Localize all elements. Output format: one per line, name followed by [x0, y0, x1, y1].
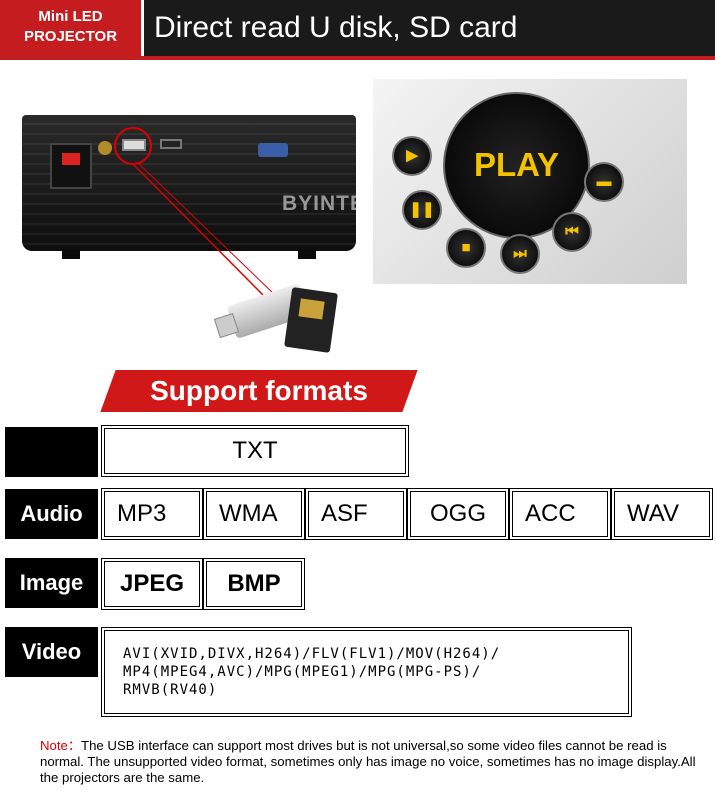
image-row-label: Image — [5, 558, 98, 608]
next-icon: ⏭ — [500, 234, 540, 274]
video-formats-line-1: AVI(XVID,DIVX,H264)/FLV(FLV1)/MOV(H264)/ — [123, 646, 501, 662]
note-text: The USB interface can support most drive… — [40, 738, 696, 785]
play-icon: ▶ — [392, 136, 432, 176]
pause-icon: ❚❚ — [402, 190, 442, 230]
play-button-large: PLAY — [443, 92, 590, 239]
power-switch-icon — [50, 143, 92, 189]
product-badge: Mini LED PROJECTOR — [0, 0, 141, 56]
badge-line-1: Mini LED — [38, 8, 103, 25]
format-wma: WMA — [203, 488, 305, 540]
projector-foot — [62, 249, 80, 259]
usb-pointer-line — [132, 161, 276, 301]
previous-icon: ⏮ — [552, 212, 592, 252]
note-label: Note： — [40, 738, 82, 753]
video-formats-line-3: RMVB(RV40) — [123, 682, 218, 698]
format-mp3: MP3 — [101, 488, 203, 540]
play-label: PLAY — [474, 146, 559, 183]
watermark: BYINTEK — [282, 192, 382, 215]
section-banner: Support formats — [150, 375, 368, 406]
sd-card-icon — [284, 287, 338, 353]
usb-compatibility-note: Note：The USB interface can support most … — [40, 738, 700, 786]
projector-rear-image — [22, 115, 356, 259]
folder-icon: ▬ — [584, 162, 624, 202]
vga-port-icon — [258, 143, 288, 157]
av-port-icon — [98, 141, 112, 155]
format-txt: TXT — [101, 425, 409, 477]
format-asf: ASF — [305, 488, 407, 540]
projector-foot — [298, 249, 316, 259]
hdmi-port-icon — [160, 139, 182, 149]
header-divider — [0, 56, 715, 60]
stop-icon: ■ — [446, 228, 486, 268]
audio-row-label: Audio — [5, 489, 98, 539]
format-ogg: OGG — [407, 488, 509, 540]
format-acc: ACC — [509, 488, 611, 540]
text-row-label — [5, 427, 98, 477]
format-wav: WAV — [611, 488, 713, 540]
page-title: Direct read U disk, SD card — [144, 0, 715, 56]
video-formats-line-2: MP4(MPEG4,AVC)/MPG(MPEG1)/MPG(MPG-PS)/ — [123, 664, 482, 680]
video-formats-box: AVI(XVID,DIVX,H264)/FLV(FLV1)/MOV(H264)/… — [101, 627, 632, 717]
format-jpeg: JPEG — [101, 558, 203, 610]
format-bmp: BMP — [203, 558, 305, 610]
badge-line-2: PROJECTOR — [23, 28, 118, 45]
video-row-label: Video — [5, 627, 98, 677]
